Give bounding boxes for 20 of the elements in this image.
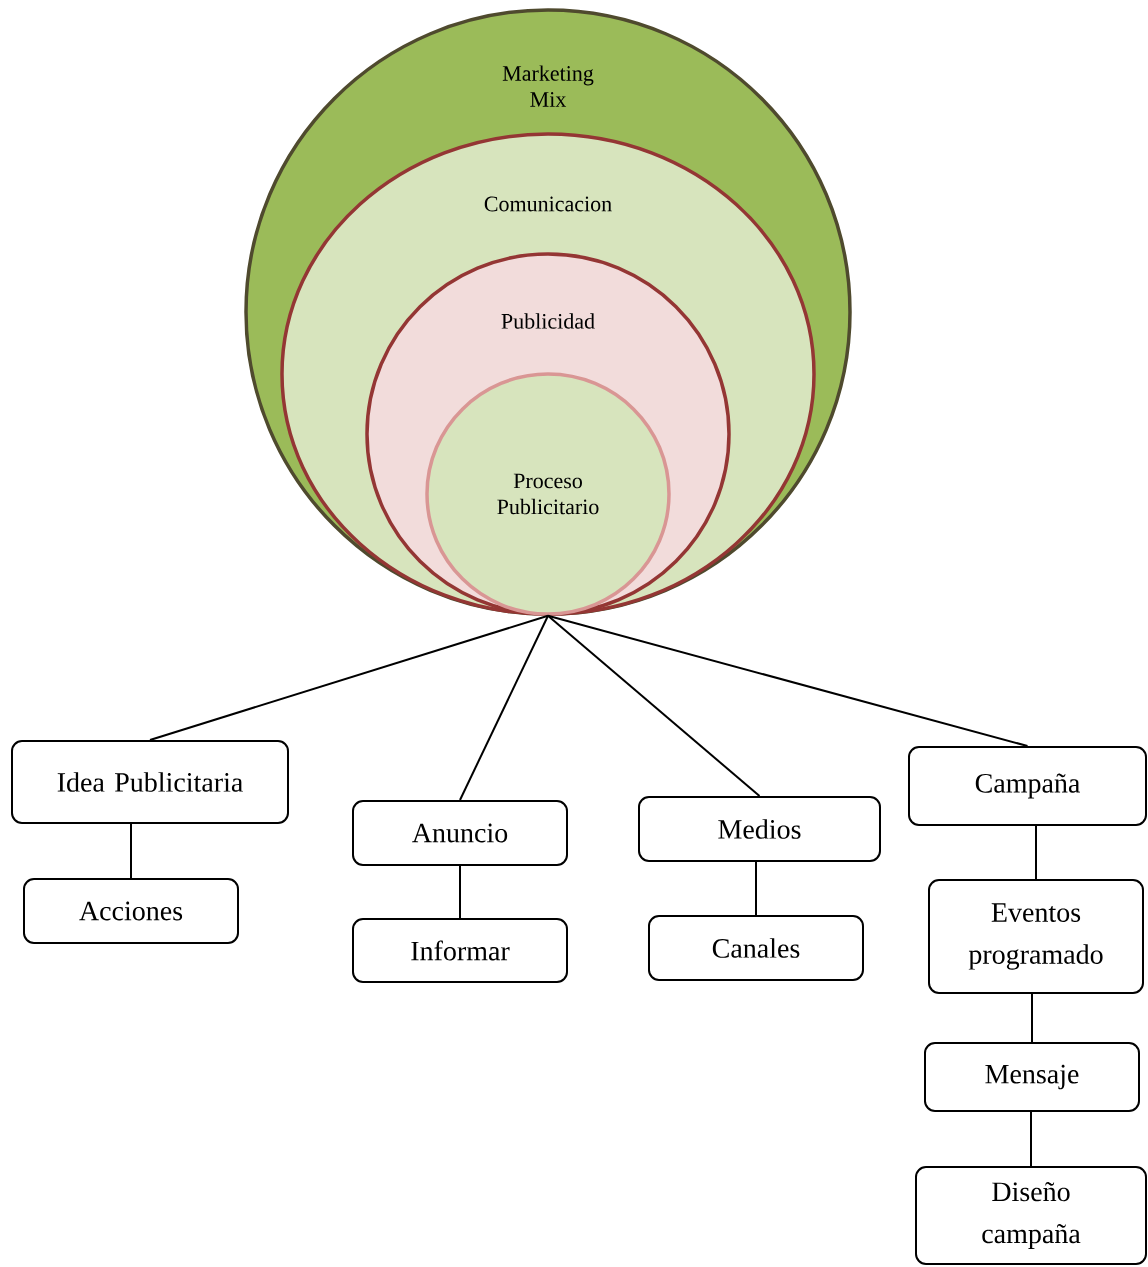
text-box: Mensaje	[924, 1042, 1140, 1112]
text-box: Canales	[648, 915, 864, 981]
text-box: Acciones	[23, 878, 239, 944]
connector-line	[130, 823, 132, 879]
text-box: Idea Publicitaria	[11, 740, 289, 824]
connector-line	[547, 614, 1029, 747]
text-box: Informar	[352, 918, 568, 983]
text-box: Diseño campaña	[915, 1166, 1147, 1265]
connector-line	[547, 614, 761, 797]
connector-line	[755, 861, 757, 916]
text-box: Campaña	[908, 746, 1147, 826]
connector-line	[149, 614, 549, 741]
connector-line	[459, 614, 549, 801]
connector-line	[1030, 1111, 1032, 1167]
connector-line	[1031, 993, 1033, 1043]
text-box: Medios	[638, 796, 881, 862]
connector-line	[459, 865, 461, 919]
text-box: Anuncio	[352, 800, 568, 866]
connector-line	[1035, 825, 1037, 880]
text-box: Eventos programado	[928, 879, 1144, 994]
